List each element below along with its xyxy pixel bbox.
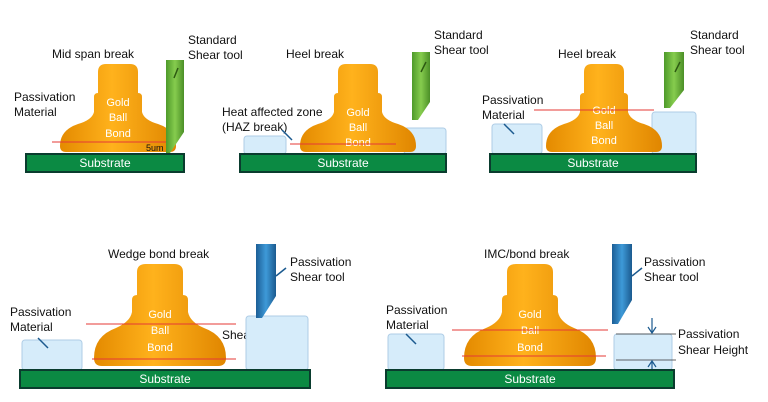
tool-label-line2: Shear tool xyxy=(434,43,489,57)
substrate xyxy=(25,153,185,173)
bond-label-ball: Ball xyxy=(151,325,169,337)
passivation-material-right xyxy=(613,333,673,371)
tool-label-line1: Standard xyxy=(690,28,739,42)
substrate-label: Substrate xyxy=(504,372,556,386)
shear-height-label-line1: Passivation xyxy=(678,327,739,341)
passivation-label-line2: Material xyxy=(386,318,429,332)
substrate xyxy=(19,369,311,389)
substrate-label: Substrate xyxy=(567,156,619,170)
passivation-arrow-icon xyxy=(405,333,417,345)
panel-wedge-bond-break: Wedge bond break Passivation Shear tool … xyxy=(10,244,351,389)
passivation-material-left xyxy=(243,135,287,155)
passivation-shear-tool xyxy=(612,244,632,324)
bond-label-gold: Gold xyxy=(592,105,615,117)
passivation-label-line1: Passivation xyxy=(482,93,543,107)
substrate xyxy=(385,369,675,389)
tool-arrow-icon xyxy=(173,67,179,79)
gold-ball-bond: Gold Ball Bond xyxy=(546,64,662,152)
dimension-arrow-down-icon xyxy=(647,318,657,335)
panel-title: IMC/bond break xyxy=(484,247,570,261)
shear-height-label-line2: Shear Height xyxy=(678,343,749,357)
haz-arrow-icon xyxy=(281,129,293,141)
haz-label-line2: (HAZ break) xyxy=(222,120,287,134)
passivation-material-left xyxy=(387,333,445,371)
panel-title: Heel break xyxy=(558,47,617,61)
gold-bond-shape xyxy=(60,64,176,152)
bond-label-bond: Bond xyxy=(147,342,173,354)
panel-title: Heel break xyxy=(286,47,345,61)
passivation-label-line2: Material xyxy=(482,108,525,122)
passivation-label-line2: Material xyxy=(14,105,57,119)
passivation-arrow-icon xyxy=(503,123,515,135)
panel-title: Mid span break xyxy=(52,47,135,61)
standard-shear-tool xyxy=(664,52,684,108)
tool-label-line2: Shear tool xyxy=(644,270,699,284)
tool-label-line1: Passivation xyxy=(644,255,705,269)
passivation-arrow-icon xyxy=(37,337,49,349)
tool-label-line2: Shear tool xyxy=(690,43,745,57)
substrate-label: Substrate xyxy=(79,156,131,170)
bond-label-gold: Gold xyxy=(106,97,129,109)
gold-bond-shape xyxy=(94,264,226,366)
bond-label-gold: Gold xyxy=(518,309,541,321)
panel-imc-bond-break: IMC/bond break Passivation Shear tool Pa… xyxy=(385,244,749,389)
tool-label-line2: Shear tool xyxy=(290,270,345,284)
gold-ball-bond: Gold Ball Bond xyxy=(60,64,176,152)
passivation-label-line1: Passivation xyxy=(10,305,71,319)
passivation-label-line1: Passivation xyxy=(14,90,75,104)
gold-ball-bond: Gold Ball Bond xyxy=(464,264,596,366)
panel-mid-span-break: Mid span break Passivation Material Stan… xyxy=(14,33,243,173)
panel-heel-break-passivation: Heel break Standard Shear tool Passivati… xyxy=(482,28,745,173)
gold-ball-bond: Gold Ball Bond xyxy=(94,264,226,366)
standard-shear-tool xyxy=(166,60,184,156)
substrate xyxy=(239,153,447,173)
tool-arrow-icon xyxy=(420,61,427,73)
bond-label-gold: Gold xyxy=(148,309,171,321)
haz-label-line1: Heat affected zone xyxy=(222,105,323,119)
panel-title: Wedge bond break xyxy=(108,247,210,261)
passivation-material-left xyxy=(21,339,83,371)
bond-label-gold: Gold xyxy=(346,107,369,119)
bond-label-bond: Bond xyxy=(591,135,617,147)
tool-arrow-icon xyxy=(275,267,287,277)
tool-arrow-icon xyxy=(631,267,643,277)
tool-label-line1: Passivation xyxy=(290,255,351,269)
substrate-label: Substrate xyxy=(139,372,191,386)
tool-label-line2: Shear tool xyxy=(188,48,243,62)
bond-label-ball: Ball xyxy=(595,120,613,132)
bond-label-bond: Bond xyxy=(105,128,131,140)
substrate-label: Substrate xyxy=(317,156,369,170)
tool-label-line1: Standard xyxy=(434,28,483,42)
gold-bond-shape xyxy=(464,264,596,366)
bond-label-ball: Ball xyxy=(109,112,127,124)
bond-label-ball: Ball xyxy=(521,325,539,337)
passivation-material-left xyxy=(491,123,543,155)
gold-ball-bond: Gold Ball Bond xyxy=(300,64,416,152)
five-um-label: 5um xyxy=(146,143,164,153)
passivation-label-line1: Passivation xyxy=(386,303,447,317)
bond-label-ball: Ball xyxy=(349,122,367,134)
bond-label-bond: Bond xyxy=(517,342,543,354)
bond-label-bond: Bond xyxy=(345,137,371,149)
tool-arrow-icon xyxy=(674,61,681,73)
substrate xyxy=(489,153,697,173)
panel-heel-break-haz: Heel break Standard Shear tool Heat affe… xyxy=(222,28,489,173)
passivation-label-line2: Material xyxy=(10,320,53,334)
gold-bond-shape xyxy=(546,64,662,152)
standard-shear-tool xyxy=(412,52,430,120)
gold-bond-shape xyxy=(300,64,416,152)
passivation-material-right xyxy=(245,315,309,371)
tool-label-line1: Standard xyxy=(188,33,237,47)
passivation-shear-tool xyxy=(256,244,276,318)
